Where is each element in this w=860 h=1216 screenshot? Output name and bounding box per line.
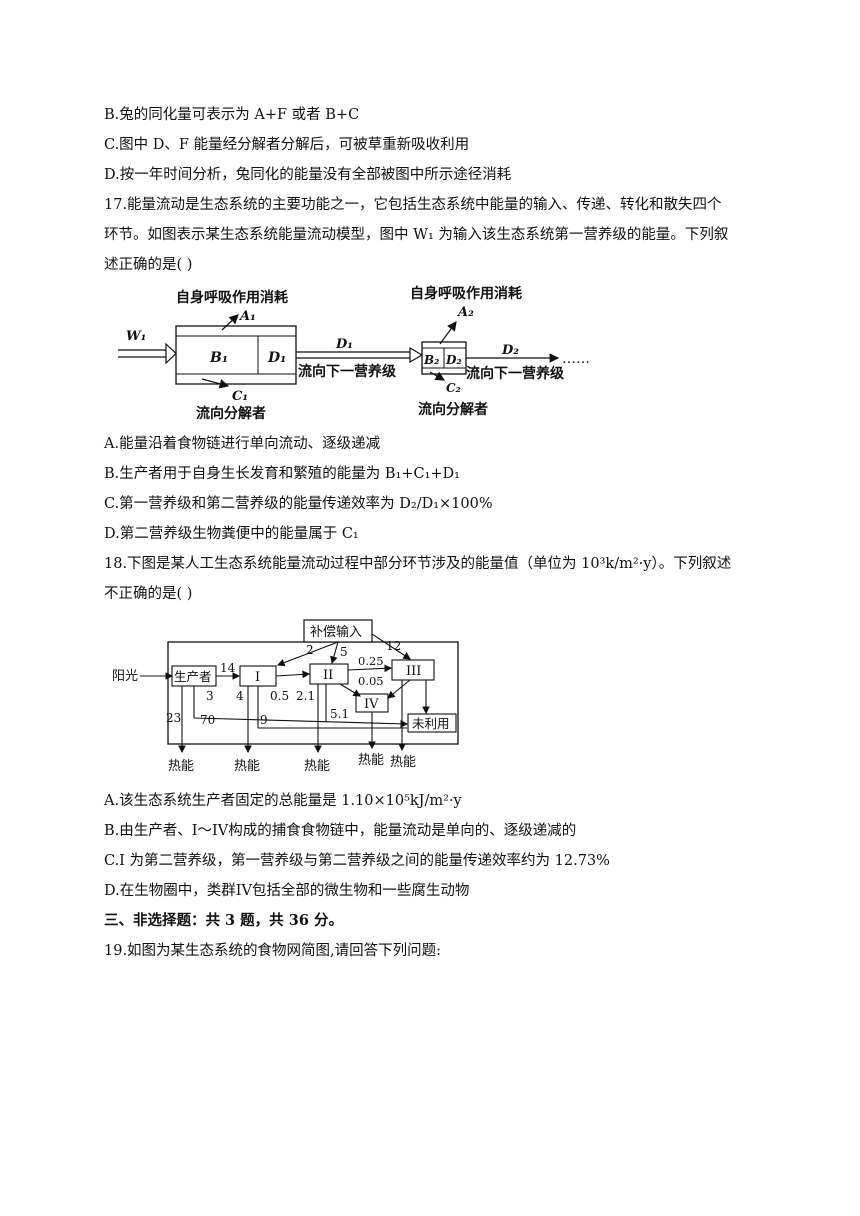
q16-option-c: C.图中 D、F 能量经分解者分解后，可被草重新吸收利用 bbox=[104, 137, 470, 153]
q17-option-b: B.生产者用于自身生长发育和繁殖的能量为 B₁+C₁+D₁ bbox=[104, 466, 460, 482]
q18-heat-3: 热能 bbox=[304, 759, 330, 774]
q17-label-c2: C₂ bbox=[446, 381, 461, 395]
q18-value-025: 0.25 bbox=[358, 654, 384, 668]
q17-option-c: C.第一营养级和第二营养级的能量传递效率为 D₂/D₁×100% bbox=[104, 496, 493, 512]
q17-label-d2-box: D₂ bbox=[445, 353, 462, 367]
q18-heat-1: 热能 bbox=[168, 759, 194, 774]
q17-label-d1-box: D₁ bbox=[267, 350, 286, 366]
q18-node-iv: IV bbox=[364, 697, 379, 712]
q18-value-2: 2 bbox=[306, 643, 314, 657]
q18-stem-line2: 不正确的是( ) bbox=[104, 586, 193, 602]
q17-label-b2: B₂ bbox=[423, 353, 439, 367]
section-3-heading: 三、非选择题：共 3 题，共 36 分。 bbox=[104, 912, 343, 929]
q18-heat-4: 热能 bbox=[358, 753, 384, 768]
q18-value-12: 12 bbox=[386, 639, 401, 653]
q18-node-iii: III bbox=[406, 664, 421, 679]
q18-option-a: A.该生态系统生产者固定的总能量是 1.10×10⁵kJ/m²·y bbox=[104, 793, 462, 809]
q18-unused-label: 未利用 bbox=[412, 716, 450, 731]
q18-input-label: 补偿输入 bbox=[310, 624, 362, 640]
q17-next-label-1: 流向下一营养级 bbox=[298, 363, 397, 380]
q17-label-a1: A₁ bbox=[238, 309, 256, 324]
q16-option-d: D.按一年时间分析，兔同化的能量没有全部被图中所示途径消耗 bbox=[104, 167, 512, 183]
q18-value-14: 14 bbox=[220, 661, 236, 675]
q17-option-a: A.能量沿着食物链进行单向流动、逐级递减 bbox=[104, 436, 381, 452]
q17-label-d1: D₁ bbox=[335, 337, 353, 352]
q18-option-b: B.由生产者、I～IV构成的捕食食物链中，能量流动是单向的、逐级递减的 bbox=[104, 823, 577, 839]
q17-label-w1: W₁ bbox=[126, 329, 146, 344]
q17-resp-label-1: 自身呼吸作用消耗 bbox=[176, 289, 288, 306]
q17-next-label-2: 流向下一营养级 bbox=[466, 365, 565, 382]
q17-label-c1: C₁ bbox=[232, 389, 248, 404]
q18-producer-label: 生产者 bbox=[174, 669, 212, 684]
q18-value-23: 23 bbox=[166, 711, 181, 725]
q18-value-3: 3 bbox=[206, 689, 214, 703]
q18-heat-2: 热能 bbox=[234, 759, 260, 774]
q17-stem-line3: 述正确的是( ) bbox=[104, 257, 193, 273]
q17-label-d2: D₂ bbox=[501, 343, 519, 358]
q18-energy-diagram: 补偿输入 阳光 生产者 I II III IV 未利用 14 0.25 0.05… bbox=[112, 619, 459, 774]
q18-option-d: D.在生物圈中，类群IV包括全部的微生物和一些腐生动物 bbox=[104, 883, 470, 899]
q17-option-d: D.第二营养级生物粪便中的能量属于 C₁ bbox=[104, 526, 359, 542]
q17-energy-flow-diagram: 自身呼吸作用消耗 自身呼吸作用消耗 W₁ B₁ D₁ A₁ C₁ 流向分解者 D… bbox=[118, 285, 590, 422]
q17-stem-line2: 环节。如图表示某生态系统能量流动模型，图中 W₁ 为输入该生态系统第一营养级的能… bbox=[104, 227, 729, 243]
q16-option-b: B.兔的同化量可表示为 A+F 或者 B+C bbox=[104, 107, 360, 123]
q18-value-4: 4 bbox=[236, 689, 244, 703]
q18-value-005: 0.05 bbox=[358, 674, 384, 688]
q18-node-ii: II bbox=[323, 668, 333, 683]
q18-node-i: I bbox=[255, 670, 260, 685]
q18-value-5: 5 bbox=[340, 645, 348, 659]
q18-stem-line1: 18.下图是某人工生态系统能量流动过程中部分环节涉及的能量值（单位为 10³k/… bbox=[104, 556, 732, 572]
q18-sun-label: 阳光 bbox=[112, 669, 138, 684]
q17-decomp-label-1: 流向分解者 bbox=[196, 405, 266, 422]
q18-value-70: 70 bbox=[200, 713, 215, 727]
q18-value-51: 5.1 bbox=[330, 707, 349, 721]
q17-label-a2: A₂ bbox=[456, 305, 474, 320]
q17-decomp-label-2: 流向分解者 bbox=[418, 401, 488, 418]
q18-option-c: C.I 为第二营养级，第一营养级与第二营养级之间的能量传递效率约为 12.73% bbox=[104, 853, 610, 869]
q18-heat-5: 热能 bbox=[390, 755, 416, 770]
q19-stem: 19.如图为某生态系统的食物网简图,请回答下列问题: bbox=[104, 943, 442, 959]
q17-dots: …… bbox=[562, 351, 590, 367]
q17-label-b1: B₁ bbox=[209, 350, 228, 366]
q18-value-05: 0.5 bbox=[270, 689, 289, 703]
q17-stem-line1: 17.能量流动是生态系统的主要功能之一，它包括生态系统中能量的输入、传递、转化和… bbox=[104, 197, 722, 213]
q18-value-21: 2.1 bbox=[296, 689, 315, 703]
q17-resp-label-2: 自身呼吸作用消耗 bbox=[410, 285, 522, 302]
